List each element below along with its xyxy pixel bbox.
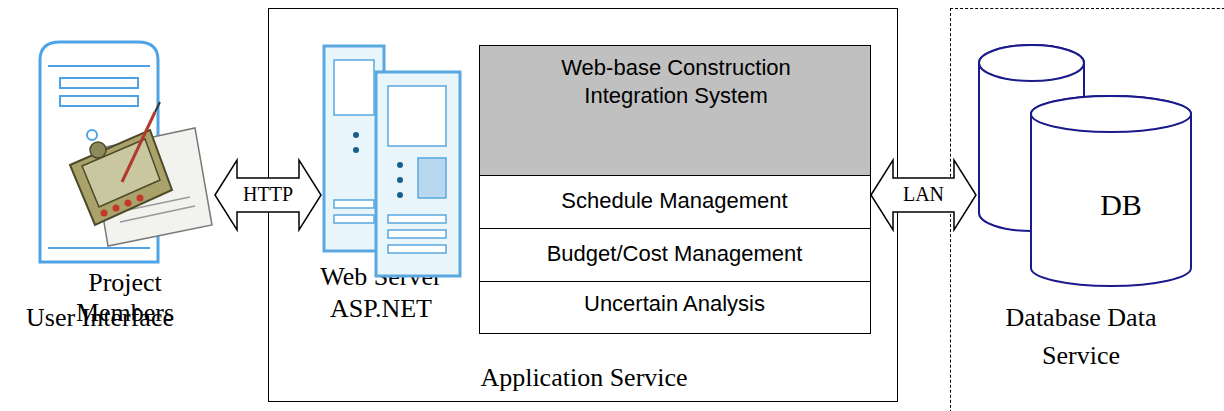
module-label: Uncertain Analysis: [480, 290, 869, 318]
cylinder-label: DB: [1091, 189, 1151, 221]
box-title: Database Data Service: [996, 299, 1166, 375]
module-label: Schedule Management: [480, 187, 869, 215]
client-icon-node: Project MembersUser Interface: [20, 40, 215, 265]
service-box: Application ServiceWeb Server ASP.NETWeb…: [268, 8, 898, 402]
pda-illustration: [70, 102, 212, 246]
module-box: Uncertain Analysis: [479, 282, 871, 334]
node-caption: User Interface: [0, 303, 200, 333]
data-service-box: Database Data Service DB: [950, 8, 1224, 411]
server-icon: [324, 46, 460, 276]
module-label: Budget/Cost Management: [480, 240, 869, 268]
box-title: Web-base Construction Integration System: [526, 54, 826, 110]
database-cylinder: DB: [976, 41, 1196, 301]
server-node: Web Server ASP.NET: [321, 41, 441, 301]
module-box: Schedule Management: [479, 176, 871, 229]
connector-label: HTTP: [223, 182, 313, 206]
connector-label: LAN: [879, 182, 969, 206]
node-caption: Web Server ASP.NET: [306, 261, 456, 325]
module-box: Budget/Cost Management: [479, 229, 871, 282]
system-header-box: Web-base Construction Integration System: [479, 45, 871, 176]
cylinder-outline: [976, 41, 1196, 301]
box-title: Application Service: [269, 363, 899, 393]
computer-icon: [40, 42, 158, 262]
double-block-arrow: [871, 160, 976, 230]
